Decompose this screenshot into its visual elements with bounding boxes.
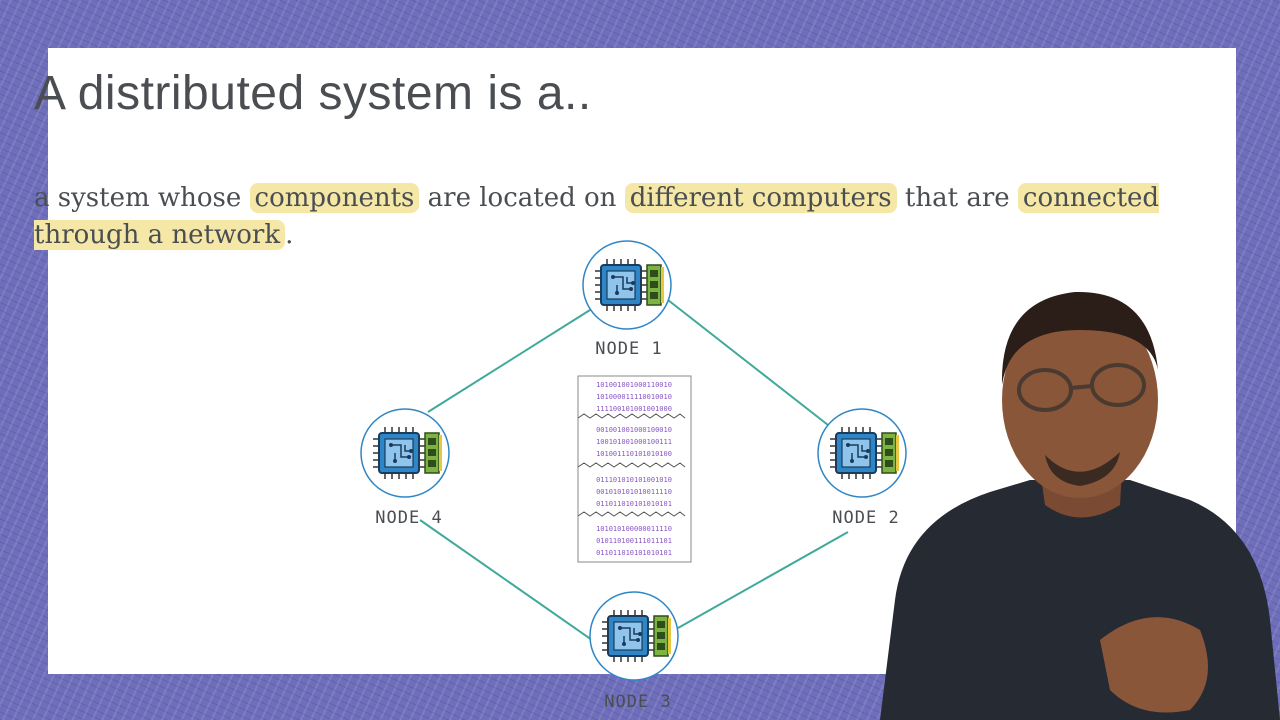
packet-line: 101010100000011110 xyxy=(596,525,672,533)
definition-part: a system whose xyxy=(34,183,250,213)
node-1-label: NODE 1 xyxy=(595,339,662,359)
packet-line: 011101010101001010 xyxy=(596,476,672,484)
node-4: NODE 4 xyxy=(360,408,450,528)
definition-part: that are xyxy=(896,183,1018,213)
packet-line: 011011010101010101 xyxy=(596,549,672,557)
highlight-different-computers: different computers xyxy=(624,183,897,213)
definition-part: . xyxy=(285,220,294,250)
definition-part: are located on xyxy=(419,183,625,213)
packet-line: 001001001000100010 xyxy=(596,426,672,434)
node-3: NODE 3 xyxy=(589,591,679,712)
packet-line: 101001110101010100 xyxy=(596,450,672,458)
slide-title: A distributed system is a.. xyxy=(34,67,592,120)
link-node1-node4 xyxy=(427,309,591,413)
link-node1-node2 xyxy=(667,299,829,426)
link-node4-node3 xyxy=(419,519,593,641)
packet-line: 111100101001001000 xyxy=(596,405,672,413)
node-2: NODE 2 xyxy=(817,408,907,528)
link-node2-node3 xyxy=(677,531,849,629)
packet-line: 001010101010011110 xyxy=(596,488,672,496)
node-4-label: NODE 4 xyxy=(375,508,442,528)
binary-data-packet: 101001001000110010 101000011110010010 11… xyxy=(577,375,692,563)
packet-line: 101000011110010010 xyxy=(596,393,672,401)
node-2-label: NODE 2 xyxy=(832,508,899,528)
packet-line: 100101001000100111 xyxy=(596,438,672,446)
packet-line: 011011010101010101 xyxy=(596,500,672,508)
highlight-components: components xyxy=(249,183,420,213)
packet-line: 101001001000110010 xyxy=(596,381,672,389)
definition-text: a system whose components are located on… xyxy=(34,180,1214,254)
node-3-label: NODE 3 xyxy=(604,692,671,712)
node-1: NODE 1 xyxy=(582,240,672,359)
packet-line: 010110100111011101 xyxy=(596,537,672,545)
